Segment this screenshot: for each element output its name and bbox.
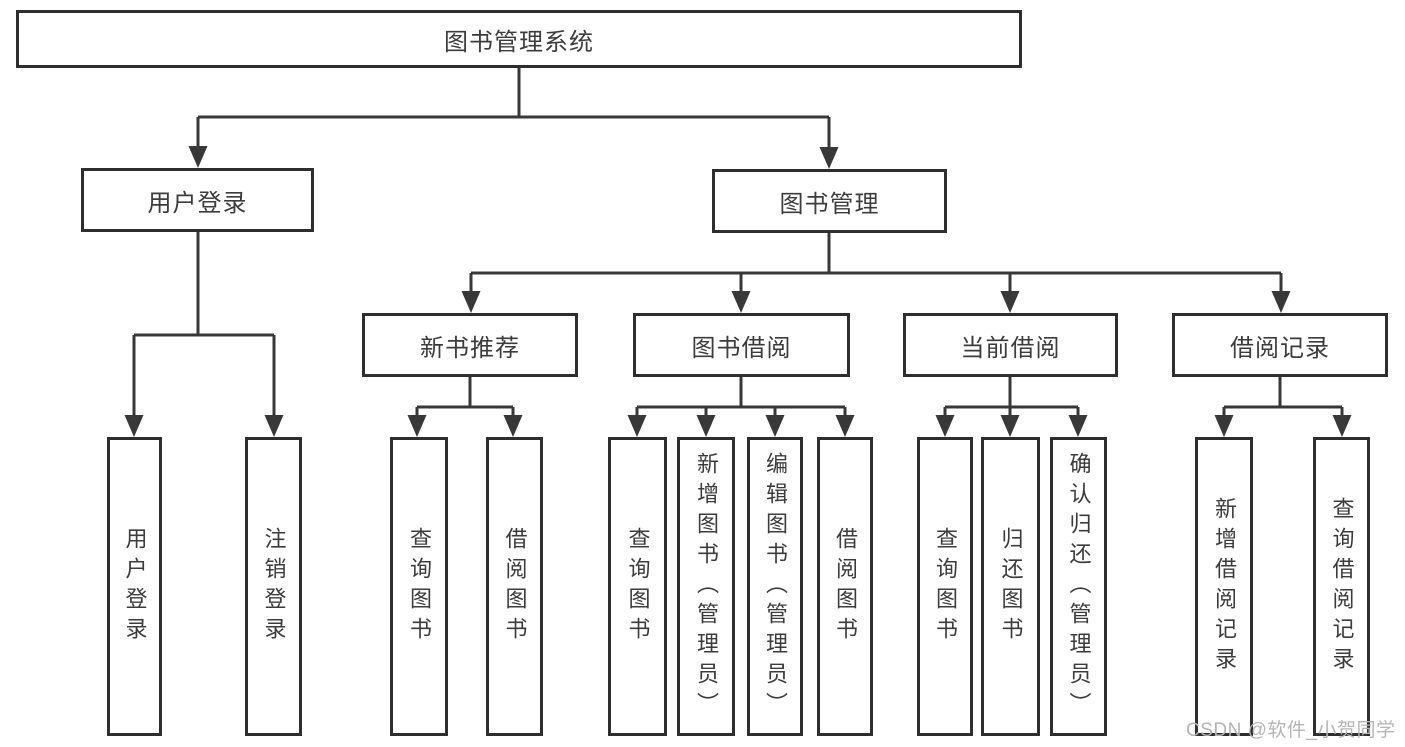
leaf-logout-label: 注销登录 [261, 526, 287, 647]
csdn-watermark: CSDN @软件_小贺同学 [1186, 720, 1396, 741]
node-user-login-label: 用户登录 [147, 189, 248, 217]
leaf-borrow-books: 借阅图书 [817, 437, 873, 736]
leaf-borrow-books-recommend: 借阅图书 [486, 437, 543, 736]
node-borrow-records: 借阅记录 [1172, 313, 1388, 377]
node-current-borrow: 当前借阅 [903, 313, 1118, 377]
leaf-add-books-admin: 新增图书（管理员） [677, 437, 735, 736]
node-borrow-records-label: 借阅记录 [1230, 334, 1330, 362]
arrowhead-group [124, 146, 1352, 437]
node-user-login: 用户登录 [81, 168, 314, 232]
leaf-borrow-books-recommend-label: 借阅图书 [502, 526, 528, 647]
leaf-query-books-borrow-label: 查询图书 [625, 526, 651, 647]
leaf-return-books-label: 归还图书 [998, 526, 1024, 647]
leaf-query-books-recommend: 查询图书 [390, 437, 448, 736]
leaf-return-books: 归还图书 [981, 437, 1040, 736]
node-new-book-recommend: 新书推荐 [362, 313, 578, 377]
leaf-query-books-current-label: 查询图书 [933, 526, 958, 647]
leaf-query-books-borrow: 查询图书 [608, 437, 667, 736]
node-book-management-label: 图书管理 [779, 190, 880, 218]
leaf-borrow-books-label: 借阅图书 [833, 526, 858, 647]
leaf-query-borrow-record-label: 查询借阅记录 [1329, 496, 1355, 677]
node-root-label: 图书管理系统 [444, 28, 594, 56]
leaf-query-books-recommend-label: 查询图书 [407, 526, 432, 647]
leaf-query-books-current: 查询图书 [917, 437, 973, 736]
node-book-management: 图书管理 [712, 169, 947, 233]
node-new-book-recommend-label: 新书推荐 [420, 334, 520, 362]
node-root: 图书管理系统 [16, 10, 1022, 68]
leaf-confirm-return-admin-label: 确认归还（管理员） [1066, 451, 1092, 722]
leaf-query-borrow-record: 查询借阅记录 [1313, 437, 1370, 736]
leaf-confirm-return-admin: 确认归还（管理员） [1050, 437, 1107, 736]
leaf-add-borrow-record-label: 新增借阅记录 [1212, 496, 1237, 677]
node-book-borrow: 图书借阅 [633, 313, 850, 377]
leaf-add-borrow-record: 新增借阅记录 [1195, 437, 1253, 736]
leaf-edit-books-admin: 编辑图书（管理员） [747, 437, 803, 736]
node-current-borrow-label: 当前借阅 [960, 334, 1061, 362]
leaf-edit-books-admin-label: 编辑图书（管理员） [763, 451, 788, 722]
leaf-user-login: 用户登录 [107, 437, 162, 736]
leaf-add-books-admin-label: 新增图书（管理员） [694, 451, 719, 722]
node-book-borrow-label: 图书借阅 [691, 334, 792, 362]
leaf-logout: 注销登录 [245, 437, 302, 736]
leaf-user-login-label: 用户登录 [122, 526, 148, 647]
